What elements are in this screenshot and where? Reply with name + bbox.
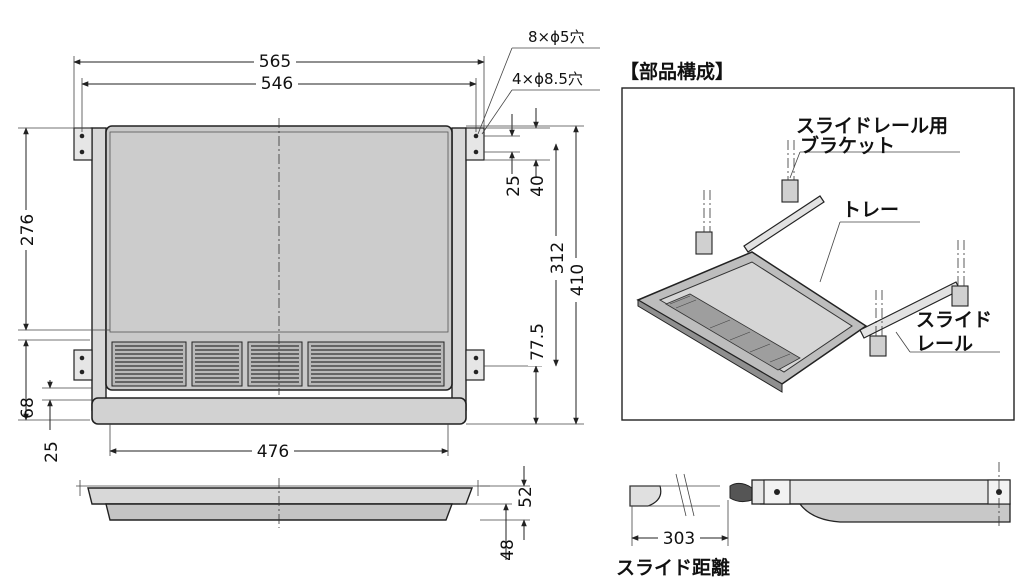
dim-40-label: 40 bbox=[528, 175, 548, 197]
dimension-276: 276 bbox=[18, 127, 110, 331]
bracket-label-line1: スライドレール用 bbox=[796, 115, 948, 137]
parts-panel-frame bbox=[621, 87, 1015, 421]
iso-bracket-4 bbox=[951, 240, 969, 307]
bracket-top-right bbox=[465, 127, 485, 161]
vent-grilles bbox=[111, 341, 445, 387]
dim-52-label: 52 bbox=[516, 486, 536, 508]
iso-bracket-1 bbox=[695, 190, 713, 255]
iso-bracket-3 bbox=[869, 290, 887, 357]
left-rail bbox=[91, 127, 107, 411]
dim-276-label: 276 bbox=[18, 214, 38, 246]
dimension-52: 52 bbox=[480, 466, 536, 540]
dim-303-label: 303 bbox=[663, 529, 695, 549]
parts-panel-title: 【部品構成】 bbox=[620, 60, 734, 83]
bracket-label-line2: ブラケット bbox=[800, 134, 895, 157]
hole-leaders bbox=[477, 47, 600, 135]
slide-distance-view bbox=[629, 462, 1011, 528]
dim-25-top-label: 25 bbox=[504, 175, 524, 197]
dim-476-label: 476 bbox=[257, 442, 289, 462]
dim-546-label: 546 bbox=[261, 74, 293, 94]
iso-bracket-2 bbox=[781, 140, 799, 203]
side-view bbox=[76, 478, 490, 528]
iso-vent-zone bbox=[665, 293, 801, 371]
front-view bbox=[73, 118, 485, 425]
vent-block bbox=[191, 341, 243, 387]
dim-565-label: 565 bbox=[259, 52, 291, 72]
isometric-assembly bbox=[636, 140, 1000, 393]
slide-distance-label: スライド距離 bbox=[616, 556, 730, 579]
hole-label-large: 4×ϕ8.5穴 bbox=[512, 70, 583, 88]
dimension-476: 476 bbox=[109, 424, 449, 462]
dimension-312: 312 bbox=[548, 143, 568, 367]
right-rail bbox=[451, 127, 467, 411]
dimension-68: 68 bbox=[18, 339, 90, 421]
dimension-77-5: 77.5 bbox=[484, 318, 548, 425]
bracket-bottom-right bbox=[465, 349, 485, 381]
dimension-48: 48 bbox=[460, 503, 518, 561]
dim-312-label: 312 bbox=[548, 242, 568, 274]
dimension-25-bottom: 25 bbox=[42, 380, 92, 463]
dimension-303: 303 bbox=[631, 500, 729, 549]
dim-68-label: 68 bbox=[18, 397, 38, 419]
dimension-565: 565 bbox=[73, 52, 485, 128]
bracket-top-left bbox=[73, 127, 93, 161]
dimension-410: 410 bbox=[466, 125, 588, 425]
dim-48-label: 48 bbox=[498, 539, 518, 561]
tray-front-lip bbox=[91, 397, 467, 425]
dimension-40: 40 bbox=[484, 108, 550, 197]
vent-block bbox=[111, 341, 187, 387]
dim-77-5-label: 77.5 bbox=[528, 323, 548, 361]
dim-410-label: 410 bbox=[568, 264, 588, 296]
slide-label-line2: レール bbox=[916, 333, 973, 355]
iso-rail-left bbox=[743, 195, 825, 253]
dimension-546: 546 bbox=[81, 74, 477, 132]
vent-block bbox=[307, 341, 445, 387]
slide-label-line1: スライド bbox=[916, 309, 992, 331]
hole-label-small: 8×ϕ5穴 bbox=[528, 28, 585, 46]
dim-25-bottom-label: 25 bbox=[42, 441, 62, 463]
dimension-25-top: 25 bbox=[484, 114, 524, 197]
tray-label: トレー bbox=[842, 199, 899, 221]
vent-block bbox=[247, 341, 303, 387]
bracket-bottom-left bbox=[73, 349, 93, 381]
